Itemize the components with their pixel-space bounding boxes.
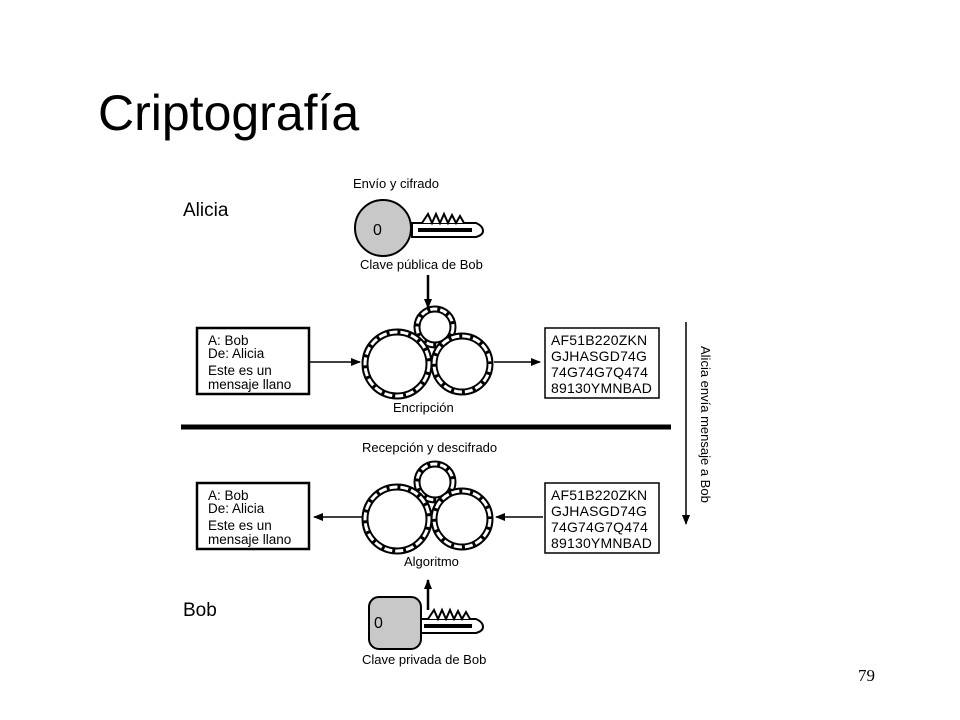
ciphertext-bottom-line2: GJHASGD74G [551,503,647,519]
ciphertext-top-line2: GJHASGD74G [551,348,647,364]
public-key-label: Clave pública de Bob [360,257,483,272]
slide-title: Criptografía [98,85,360,141]
plaintext-box-top: A: Bob De: Alicia Este es un mensaje lla… [195,326,311,396]
ciphertext-bottom-line3: 74G74G7Q474 [551,519,648,535]
ciphertext-box-top: AF51B220ZKN GJHASGD74G 74G74G7Q474 89130… [544,327,660,399]
ciphertext-top-line4: 89130YMNBAD [551,380,652,396]
decrypt-heading: Recepción y descifrado [362,440,497,455]
private-key-icon: 0 [368,596,485,650]
plaintext-line1: Este es un [208,363,272,378]
plaintext-box-bottom: A: Bob De: Alicia Este es un mensaje lla… [195,481,311,551]
public-key-mark: 0 [373,222,382,239]
plaintext-bottom-from: De: Alicia [208,501,265,516]
receiver-label: Bob [183,600,217,621]
plaintext-from: De: Alicia [208,346,265,361]
public-key-icon: 0 [354,199,485,257]
encryption-label: Encripción [393,400,454,415]
plaintext-bottom-line1: Este es un [208,518,272,533]
ciphertext-bottom-line1: AF51B220ZKN [551,487,647,503]
plaintext-bottom-line2: mensaje llano [208,532,291,547]
sender-label: Alicia [183,200,229,221]
plaintext-to: A: Bob [208,333,249,348]
ciphertext-box-bottom: AF51B220ZKN GJHASGD74G 74G74G7Q474 89130… [544,482,660,554]
algorithm-label: Algoritmo [404,554,459,569]
page-number: 79 [858,666,875,685]
side-label: Alicia envía mensaje a Bob [698,346,713,503]
private-key-label: Clave privada de Bob [362,652,486,667]
ciphertext-top-line1: AF51B220ZKN [551,332,647,348]
decryption-rings-icon [361,460,494,555]
encrypt-heading: Envío y cifrado [353,176,439,191]
private-key-mark: 0 [374,615,383,632]
ciphertext-top-line3: 74G74G7Q474 [551,364,648,380]
encryption-rings-icon [361,305,494,400]
plaintext-bottom-to: A: Bob [208,488,249,503]
ciphertext-bottom-line4: 89130YMNBAD [551,535,652,551]
plaintext-line2: mensaje llano [208,377,291,392]
